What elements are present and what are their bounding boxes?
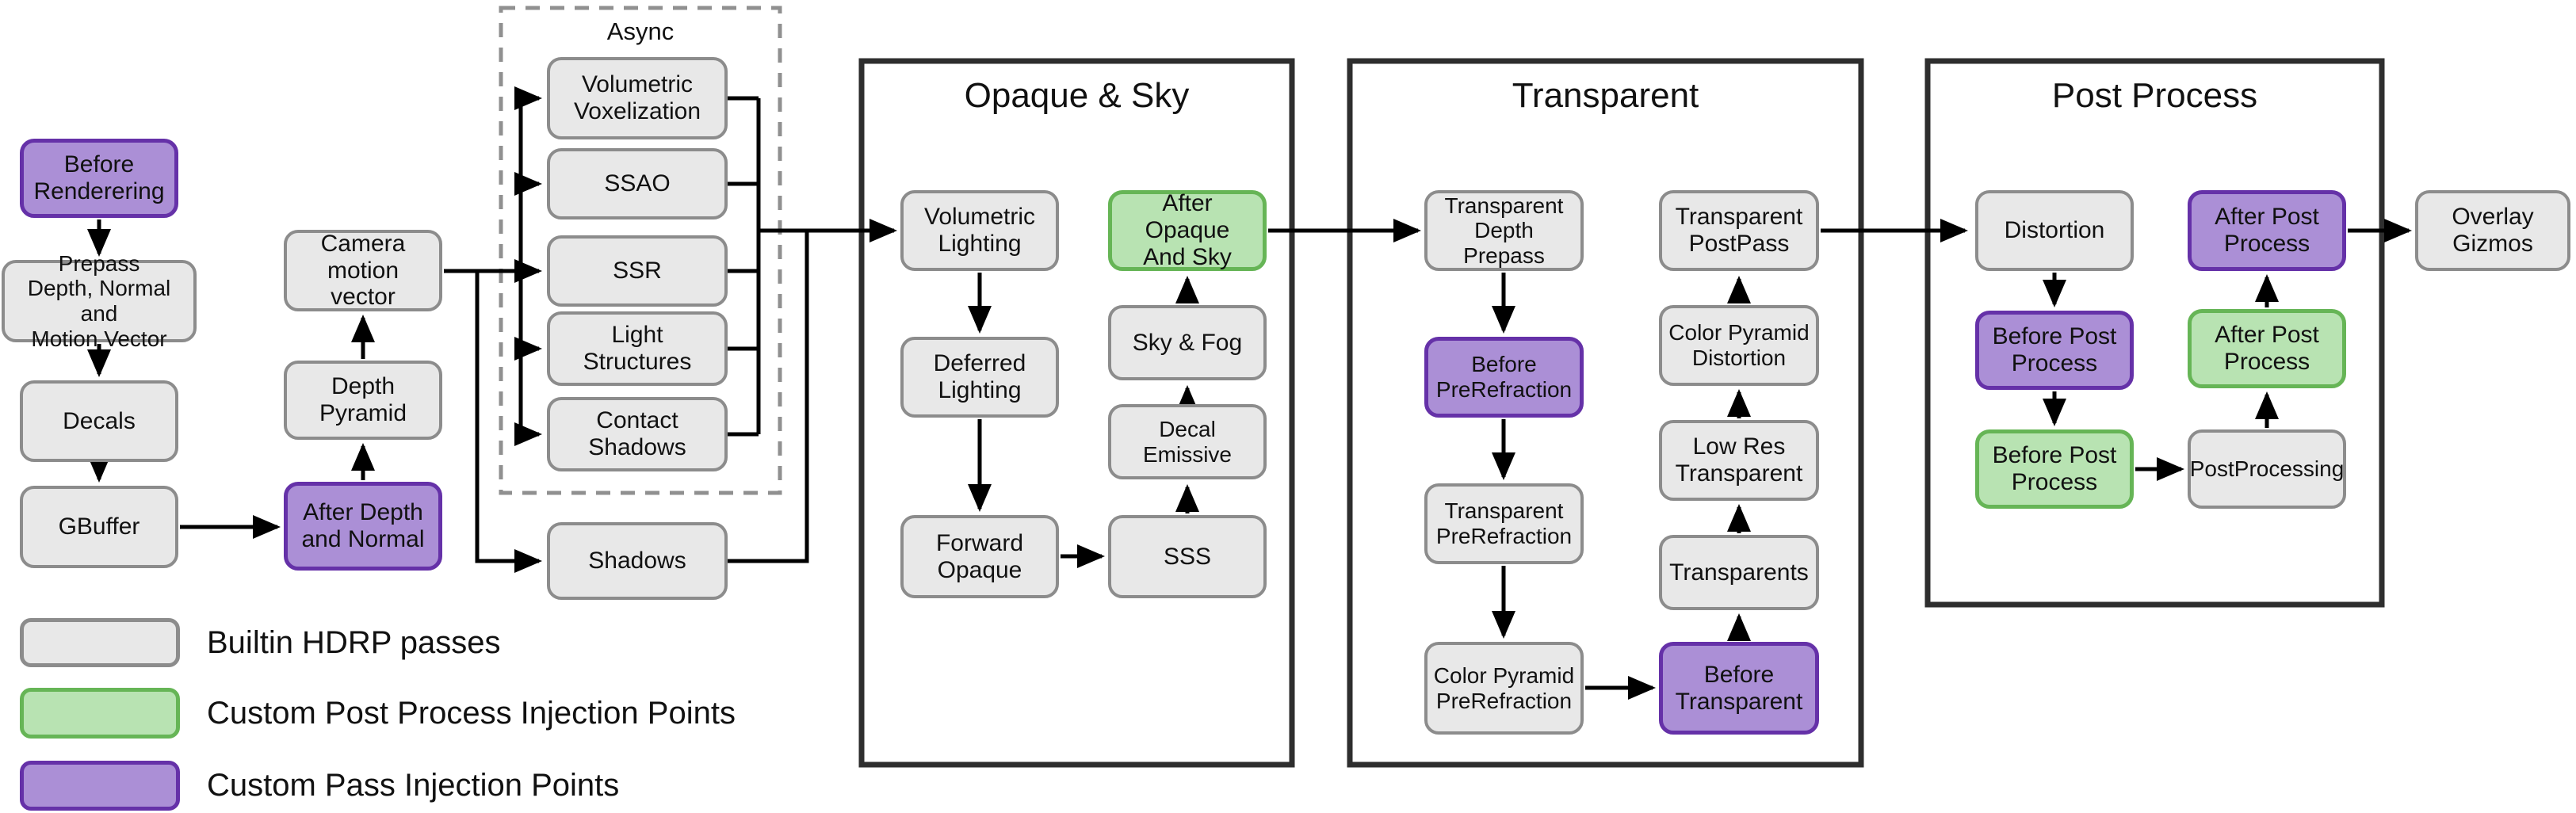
- node-contact-shadows: Contact Shadows: [547, 397, 728, 471]
- transparent-container: [1347, 58, 1864, 768]
- node-prepass: Prepass Depth, Normal and Motion Vector: [2, 251, 197, 351]
- node-transparents: Transparents: [1659, 535, 1819, 610]
- node-volumetric-lighting: Volumetric Lighting: [900, 190, 1059, 271]
- legend-item-custom-postprocess: Custom Post Process Injection Points: [20, 688, 736, 739]
- node-before-rendering: Before Renderering: [20, 139, 178, 218]
- legend-label-builtin: Builtin HDRP passes: [207, 624, 501, 660]
- node-forward-opaque: Forward Opaque: [900, 515, 1059, 598]
- legend-item-builtin: Builtin HDRP passes: [20, 618, 501, 667]
- node-before-prerefraction: Before PreRefraction: [1424, 337, 1584, 418]
- node-after-post-process-pass: After Post Process: [2188, 190, 2346, 271]
- node-transparent-prerefraction: Transparent PreRefraction: [1424, 483, 1584, 564]
- node-before-post-process-pp: Before Post Process: [1975, 429, 2134, 509]
- node-deferred-lighting: Deferred Lighting: [900, 337, 1059, 418]
- node-low-res-transparent: Low Res Transparent: [1659, 420, 1819, 501]
- node-transparent-depth-prepass: Transparent Depth Prepass: [1424, 190, 1584, 271]
- legend-swatch-custom-postprocess: [20, 688, 180, 739]
- transparent-title: Transparent: [1512, 76, 1699, 115]
- node-color-pyramid-prerefraction: Color Pyramid PreRefraction: [1424, 642, 1584, 735]
- node-before-transparent: Before Transparent: [1659, 642, 1819, 735]
- node-color-pyramid-distortion: Color Pyramid Distortion: [1659, 305, 1819, 386]
- node-sky-fog: Sky & Fog: [1108, 305, 1267, 380]
- node-transparent-postpass: Transparent PostPass: [1659, 190, 1819, 271]
- edge-shadows-join: [728, 231, 809, 563]
- node-depth-pyramid: Depth Pyramid: [284, 361, 442, 440]
- edge-branch-shadows: [475, 271, 543, 573]
- node-gbuffer: GBuffer: [20, 486, 178, 568]
- node-ssao: SSAO: [547, 148, 728, 219]
- node-light-structures: Light Structures: [547, 311, 728, 386]
- opaque-sky-container: [858, 58, 1295, 768]
- legend-swatch-custom-pass: [20, 761, 180, 811]
- node-shadows: Shadows: [547, 522, 728, 600]
- post-process-container: [1924, 58, 2385, 608]
- node-camera-motion-vector: Camera motion vector: [284, 230, 442, 311]
- node-distortion: Distortion: [1975, 190, 2134, 271]
- node-ssr: SSR: [547, 235, 728, 307]
- legend-item-custom-pass: Custom Pass Injection Points: [20, 761, 619, 811]
- node-after-post-process-pp: After Post Process: [2188, 309, 2346, 388]
- post-process-title: Post Process: [2051, 76, 2258, 115]
- edges: [87, 86, 2413, 700]
- legend-label-custom-postprocess: Custom Post Process Injection Points: [207, 695, 736, 731]
- node-after-opaque-and-sky: After Opaque And Sky: [1108, 190, 1267, 271]
- node-decal-emissive: Decal Emissive: [1108, 404, 1267, 479]
- node-before-post-process-pass: Before Post Process: [1975, 311, 2134, 390]
- node-sss: SSS: [1108, 515, 1267, 598]
- legend-label-custom-pass: Custom Pass Injection Points: [207, 768, 620, 803]
- node-volumetric-voxelization: Volumetric Voxelization: [547, 57, 728, 139]
- legend-swatch-builtin: [20, 618, 180, 667]
- node-after-depth-and-normal: After Depth and Normal: [284, 482, 442, 571]
- node-overlay-gizmos: Overlay Gizmos: [2415, 190, 2570, 271]
- node-postprocessing: PostProcessing: [2188, 429, 2346, 509]
- async-group-box: [499, 6, 782, 495]
- node-decals: Decals: [20, 380, 178, 462]
- opaque-sky-title: Opaque & Sky: [964, 76, 1190, 115]
- async-group-title: Async: [606, 17, 675, 45]
